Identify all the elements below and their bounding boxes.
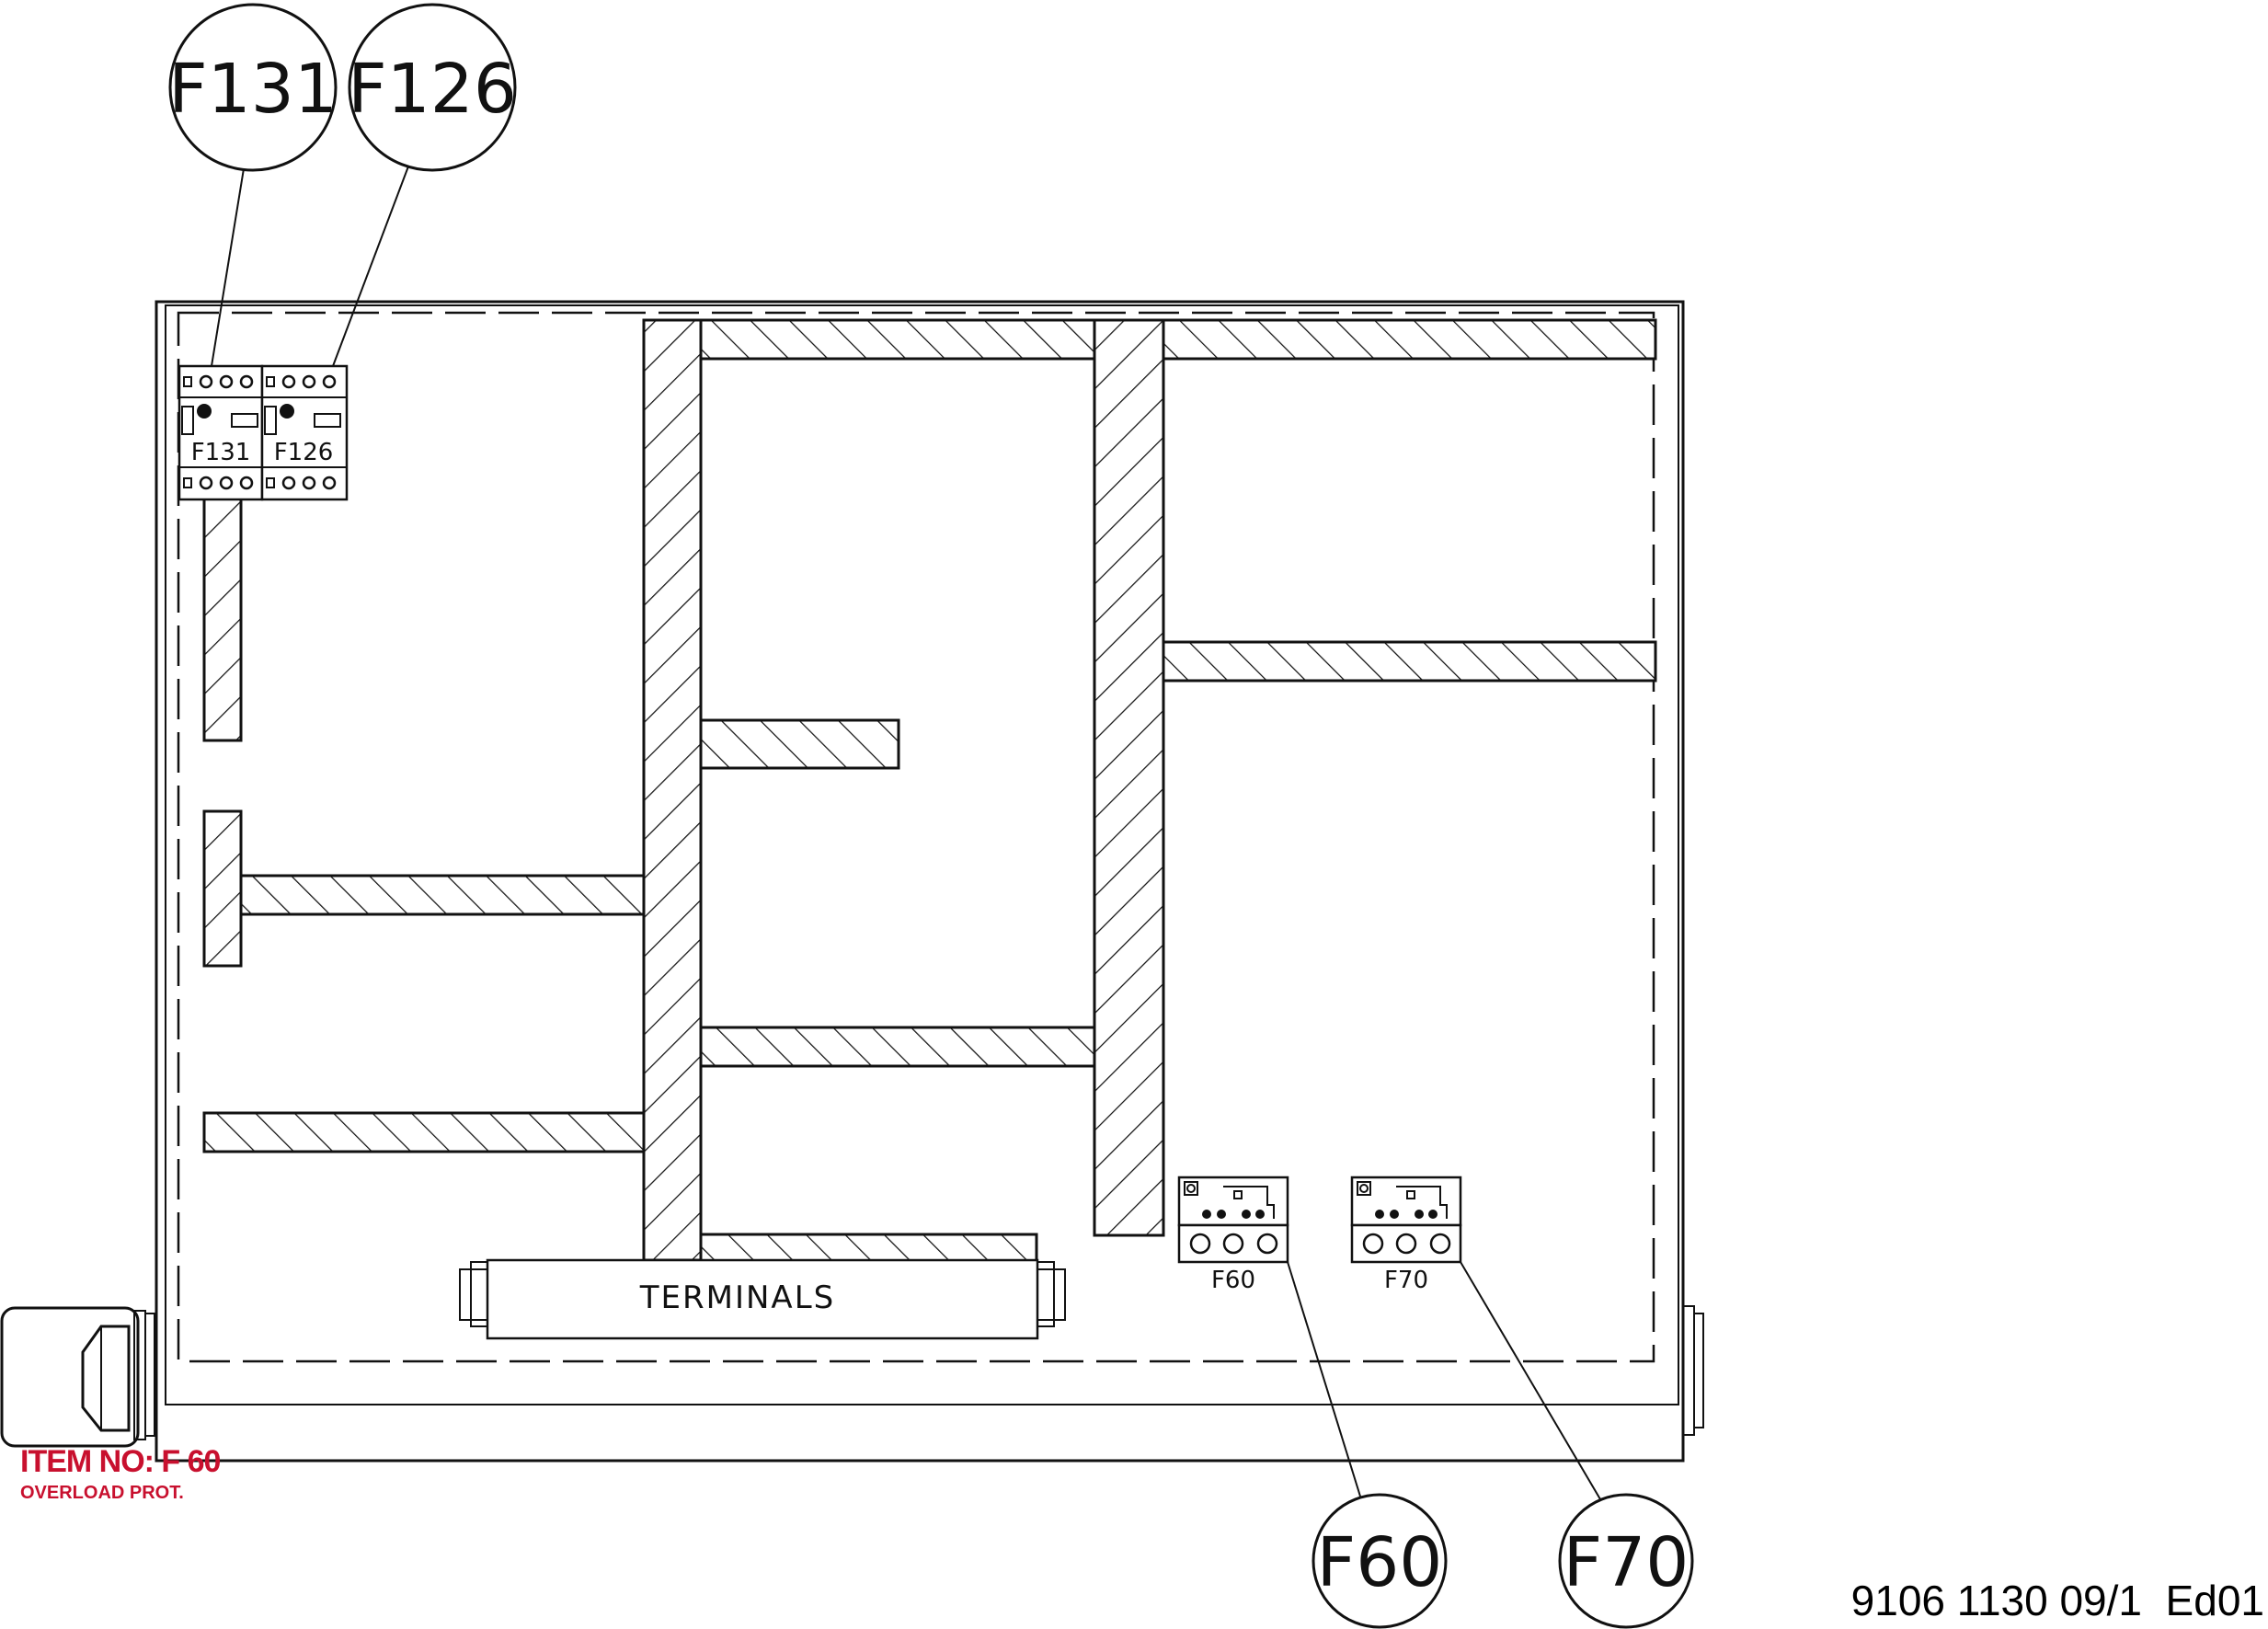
terminals-label: TERMINALS — [639, 1279, 835, 1316]
cabinet-outline — [155, 300, 1685, 1463]
device-f60: F60 — [1177, 1176, 1289, 1294]
duct-vertical-center — [642, 318, 703, 1262]
device-f131: F131 — [178, 364, 264, 501]
duct-vertical-left-top — [202, 495, 243, 742]
duct-top-right — [1162, 318, 1657, 361]
device-label-f131: F131 — [191, 439, 251, 466]
duct-horizontal-right-middle — [1162, 640, 1657, 683]
item-description: OVERLOAD PROT. — [20, 1483, 184, 1503]
leader-lines — [211, 151, 1601, 1500]
device-label-f60: F60 — [1211, 1267, 1255, 1294]
duct-vertical-right — [1093, 318, 1165, 1237]
callout-f126: F126 — [348, 3, 517, 172]
device-label-f70: F70 — [1384, 1267, 1428, 1294]
right-hinge — [1682, 1305, 1704, 1436]
wiring-ducts — [202, 318, 1657, 1264]
callout-f70: F70 — [1558, 1493, 1694, 1629]
device-f126: F126 — [260, 364, 349, 501]
device-f70: F70 — [1350, 1176, 1462, 1294]
callout-label-f70: F70 — [1564, 1523, 1690, 1602]
callout-label-f131: F131 — [168, 50, 338, 129]
callout-f131: F131 — [168, 3, 338, 172]
duct-horizontal-center-lower — [699, 1026, 1096, 1068]
duct-horizontal-center-bottom — [699, 1233, 1038, 1264]
item-number: ITEM NO: F 60 — [20, 1444, 221, 1479]
document-number: 9106 1130 09/1 Ed01 — [1850, 1577, 2264, 1624]
duct-horizontal-center-short — [699, 718, 900, 770]
callout-f60: F60 — [1312, 1493, 1448, 1629]
left-cable-gland — [0, 1306, 155, 1448]
device-label-f126: F126 — [274, 439, 334, 466]
callout-label-f126: F126 — [348, 50, 517, 129]
duct-top-middle — [699, 318, 1096, 361]
duct-vertical-left-bottom — [202, 809, 243, 968]
duct-horizontal-left-lower — [202, 1111, 646, 1153]
duct-horizontal-left-upper — [239, 874, 646, 916]
terminal-block: TERMINALS — [459, 1258, 1066, 1340]
callout-label-f60: F60 — [1317, 1523, 1443, 1602]
